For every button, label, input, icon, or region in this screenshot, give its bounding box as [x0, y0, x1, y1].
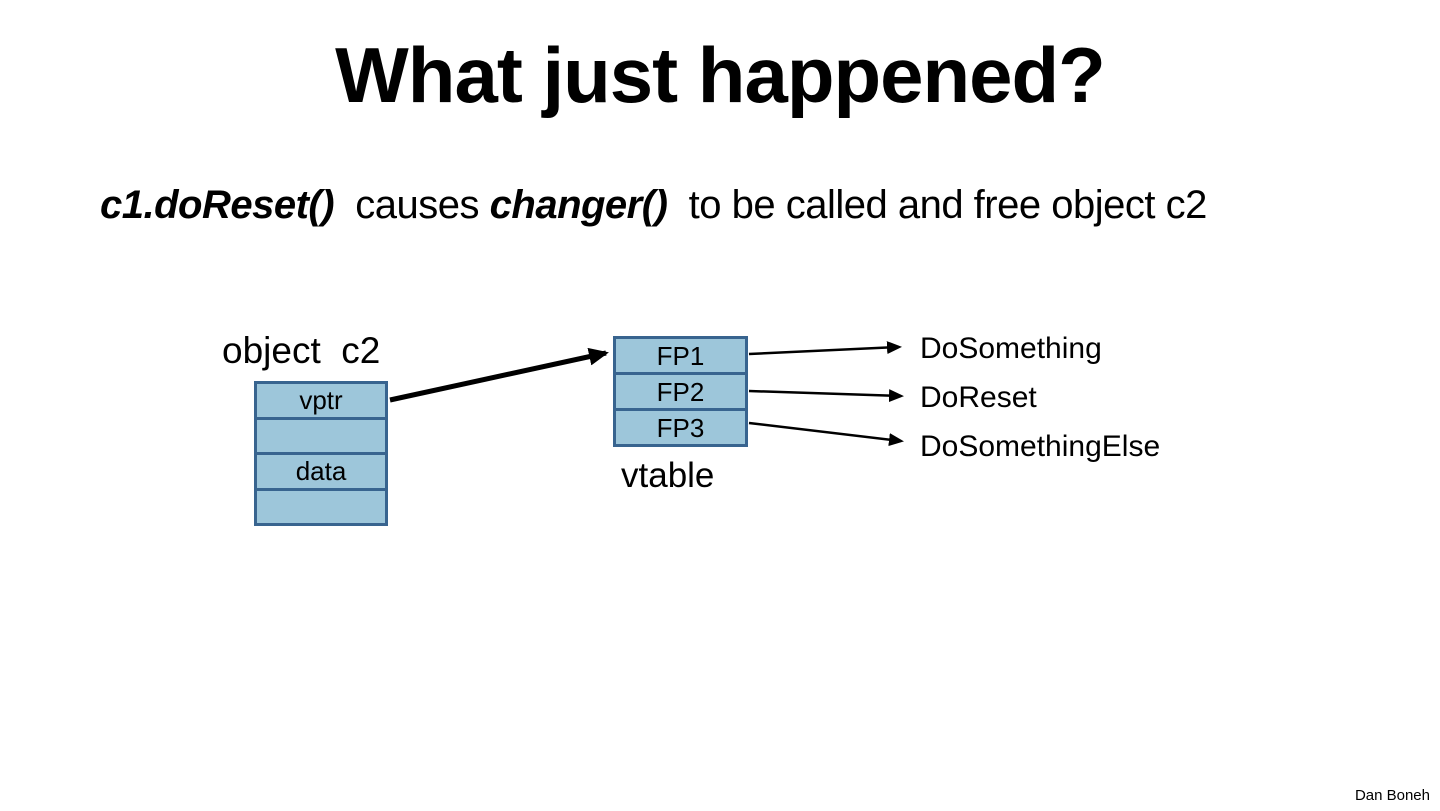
subtitle-plain-1: causes [334, 183, 490, 227]
object-cell-empty-1 [257, 416, 385, 453]
author-credit: Dan Boneh [1354, 787, 1430, 804]
vtable-cell-fp3: FP3 [616, 408, 745, 444]
object-c2-box: vptr data [254, 381, 388, 526]
object-cell-vptr: vptr [299, 385, 343, 416]
subtitle-plain-2: to be called and free object c2 [667, 183, 1208, 227]
subtitle-text: c1.doReset() causes changer() to be call… [100, 183, 1207, 228]
vptr-to-vtable-arrow [389, 347, 609, 403]
vtable-cell-fp1: FP1 [656, 340, 705, 371]
function-label-doreset: DoReset [920, 381, 1037, 414]
vtable-label: vtable [621, 456, 715, 495]
fp2-to-doreset-arrow [748, 389, 904, 403]
subtitle-code-doreset: c1.doReset() [100, 183, 335, 227]
slide-title: What just happened? [335, 31, 1106, 119]
vtable-cell-fp2: FP2 [616, 372, 745, 408]
object-cell-empty-2 [257, 487, 385, 524]
fp3-to-dosomethingelse-arrow [748, 421, 904, 447]
subtitle-code-changer: changer() [489, 183, 668, 227]
function-label-dosomethingelse: DoSomethingElse [920, 430, 1161, 463]
object-cell-data: data [257, 452, 385, 488]
object-c2-label: object c2 [222, 330, 381, 371]
fp1-to-dosomething-arrow [748, 341, 902, 356]
function-label-dosomething: DoSomething [920, 332, 1102, 365]
vtable-box: FP1 FP2 FP3 [613, 336, 748, 447]
